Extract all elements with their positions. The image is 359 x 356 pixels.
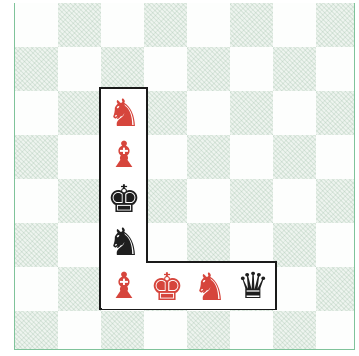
- board-square: [230, 47, 273, 91]
- board-square: [58, 223, 101, 267]
- diagram-cell-3: ♚: [102, 177, 146, 221]
- board-square: [316, 135, 355, 179]
- board-square: [144, 3, 187, 47]
- board-square: [15, 91, 58, 135]
- king-icon: ♚: [107, 180, 141, 218]
- diagram-cell-1: ♞: [102, 91, 146, 135]
- diagram-cell-6: ♚: [145, 265, 189, 309]
- board-square: [273, 311, 316, 350]
- board-square: [273, 179, 316, 223]
- board-square: [273, 267, 316, 311]
- diagram-cell-7: ♞: [188, 265, 232, 309]
- board-square: [316, 179, 355, 223]
- board-square: [230, 3, 273, 47]
- board-square: [15, 135, 58, 179]
- board-square: [15, 47, 58, 91]
- bishop-icon: ♝: [108, 138, 140, 174]
- board-square: [144, 47, 187, 91]
- board-square: [15, 311, 58, 350]
- board-square: [316, 3, 355, 47]
- board-square: [316, 223, 355, 267]
- diagram-cell-5: ♝: [102, 265, 146, 309]
- board-square: [273, 91, 316, 135]
- board-square: [230, 311, 273, 350]
- board-square: [273, 47, 316, 91]
- board-square: [101, 47, 144, 91]
- board-square: [15, 223, 58, 267]
- board-square: [15, 267, 58, 311]
- board-square: [273, 3, 316, 47]
- board-square: [101, 311, 144, 350]
- board-square: [144, 311, 187, 350]
- board-square: [316, 91, 355, 135]
- board-square: [58, 267, 101, 311]
- diagram-cell-4: ♞: [102, 220, 146, 264]
- board-square: [58, 3, 101, 47]
- king-icon: ♚: [150, 268, 184, 306]
- board-square: [58, 135, 101, 179]
- l-shaped-piece-diagram: ♞ ♝ ♚ ♞ ♝ ♚ ♞ ♛: [98, 87, 279, 309]
- diagram-cell-8: ♛: [231, 265, 275, 309]
- knight-icon: ♞: [107, 223, 141, 261]
- board-square: [316, 267, 355, 311]
- board-square: [58, 47, 101, 91]
- board-square: [187, 47, 230, 91]
- board-square: [58, 91, 101, 135]
- board-square: [273, 135, 316, 179]
- queen-icon: ♛: [237, 269, 269, 305]
- board-square: [187, 311, 230, 350]
- board-square: [15, 3, 58, 47]
- board-square: [187, 3, 230, 47]
- diagram-cell-2: ♝: [102, 134, 146, 178]
- board-square: [101, 3, 144, 47]
- board-square: [316, 47, 355, 91]
- bishop-icon: ♝: [108, 269, 140, 305]
- knight-icon: ♞: [107, 94, 141, 132]
- board-square: [15, 179, 58, 223]
- board-square: [58, 311, 101, 350]
- board-square: [273, 223, 316, 267]
- board-square: [316, 311, 355, 350]
- knight-icon: ♞: [193, 268, 227, 306]
- board-square: [58, 179, 101, 223]
